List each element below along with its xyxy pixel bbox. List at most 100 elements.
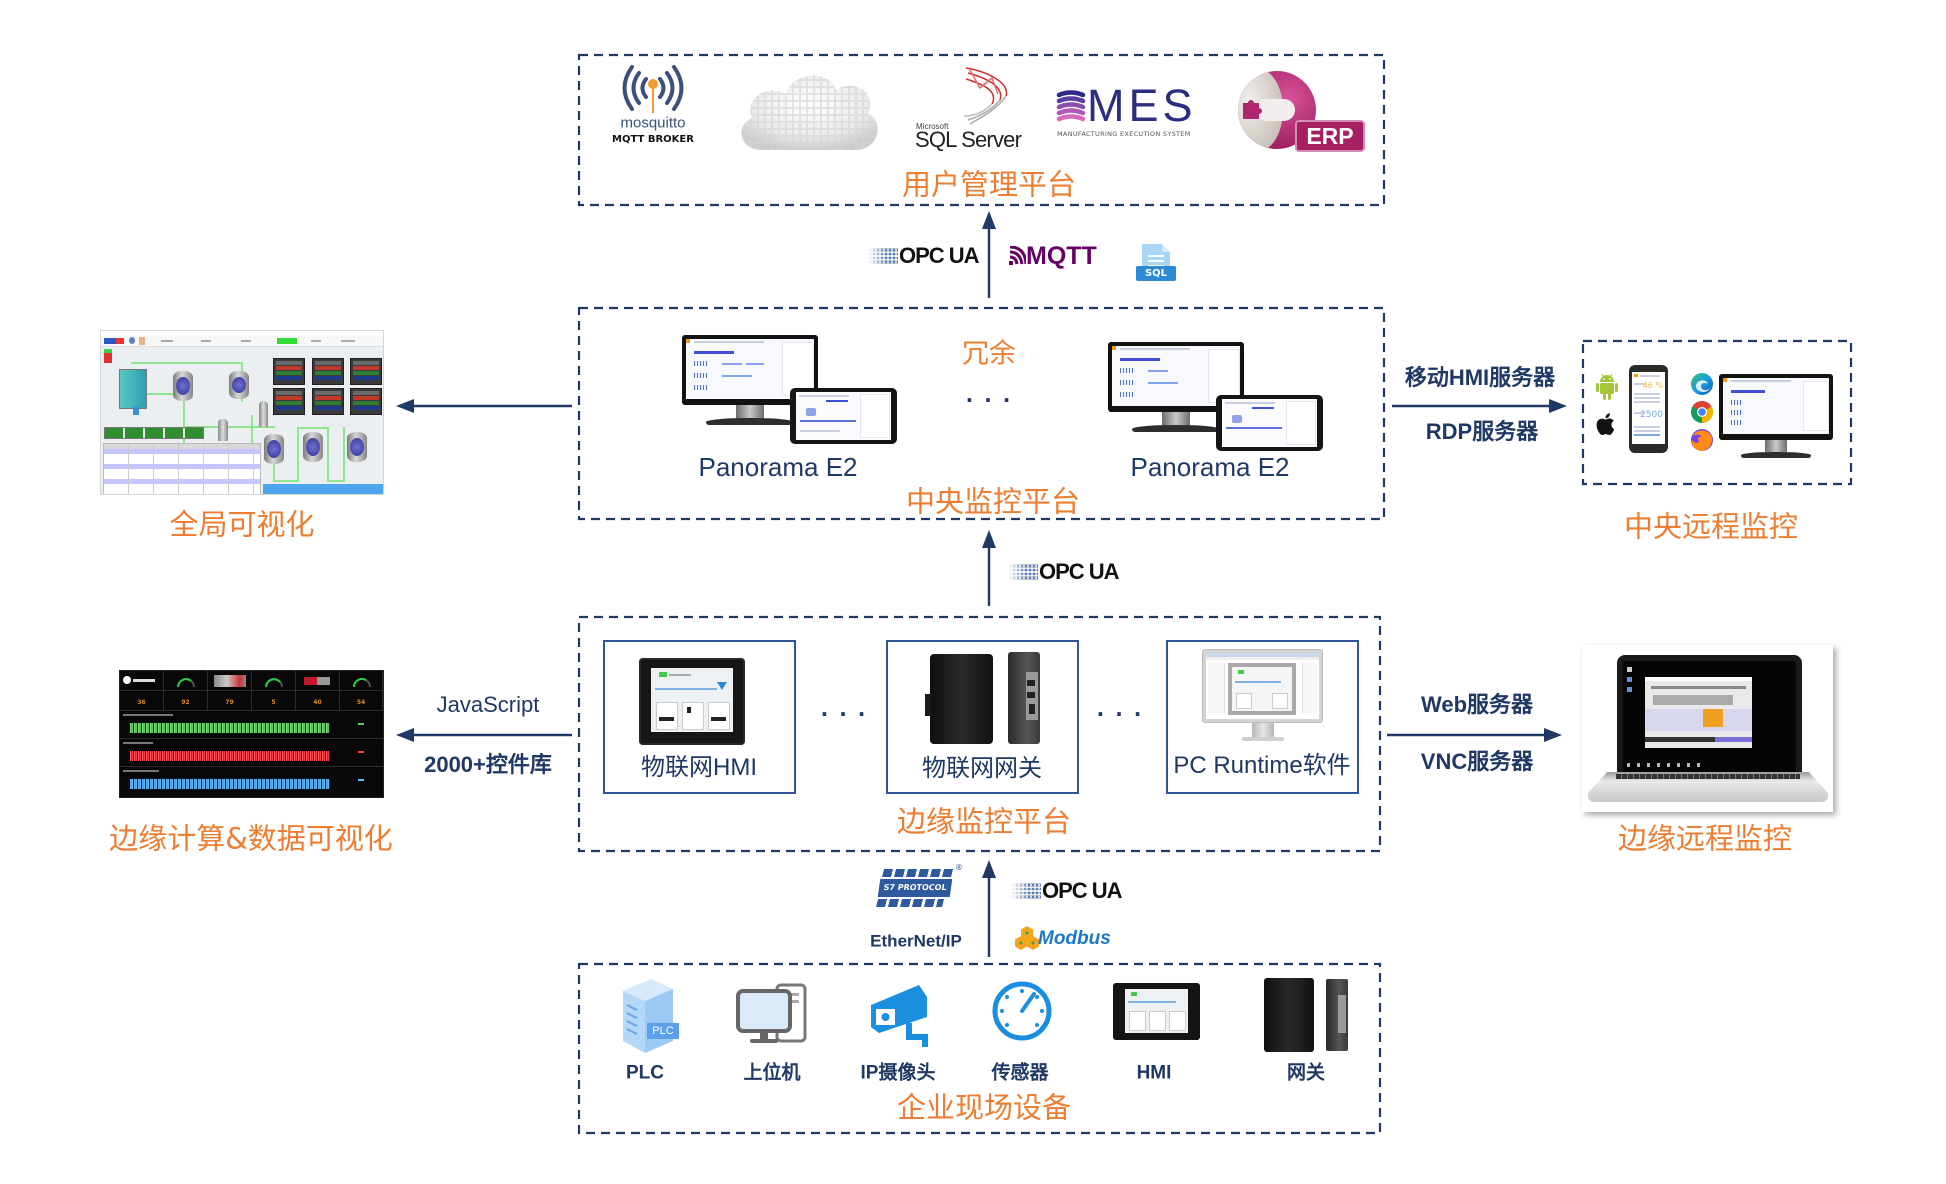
trend-strip: [120, 739, 383, 767]
alarm-panel: [312, 388, 344, 415]
process-pipe: [327, 427, 329, 482]
toolbar-text: [341, 340, 355, 342]
opc-ua-wordmark: OPC UA: [1042, 878, 1123, 903]
window-titlebar: [101, 331, 383, 336]
kpi-tile: 54: [340, 691, 383, 711]
alarm-panel: [273, 358, 305, 385]
gateway-port-panel: [1338, 995, 1346, 1033]
kpi-tile: 40: [296, 691, 340, 711]
hmi-widget: [1169, 1011, 1186, 1031]
remote-desktop-monitor: [1719, 374, 1833, 460]
hmi-pipe: [655, 688, 717, 690]
s7-protocol-logo: S7 PROTOCOL ®: [876, 863, 963, 909]
hmi-panel-icon: [1113, 983, 1200, 1040]
toolbar-text: [201, 340, 211, 342]
kpi-value: 36: [137, 699, 146, 706]
edge-dashboard-screenshot: 36 92 79 5 40 54: [119, 670, 384, 798]
smartphone: 46 % 2500: [1629, 365, 1668, 453]
monitor-screen: [1723, 378, 1829, 434]
opc-ua-logo: OPC UA: [1011, 878, 1123, 903]
plc-icon: PLC: [617, 975, 681, 1055]
silo: [218, 419, 228, 441]
screen-text-line: [694, 341, 764, 343]
arrow-central-to-user: [982, 211, 996, 298]
kpi-value: 92: [181, 699, 190, 706]
trend-bars: [130, 723, 330, 733]
gauge-tile: [164, 671, 208, 691]
phone-gauge-value: 46 %: [1642, 381, 1663, 390]
screen-text-line: [1634, 426, 1660, 428]
tablet: [790, 388, 897, 444]
hmi-screen: [651, 668, 733, 732]
screen-text-line: [1226, 427, 1282, 429]
window-titlebar: [1645, 677, 1752, 681]
trend-thumbnails: [104, 427, 204, 439]
field-devices-title: 企业现场设备: [896, 1090, 1072, 1125]
gateway-side-profile: [1326, 979, 1348, 1051]
opc-ua-swoosh-icon: [1011, 883, 1041, 899]
hmi-widget: [708, 702, 730, 730]
strip-title: [123, 714, 173, 716]
phone-counter-value: 2500: [1640, 410, 1663, 420]
ethernet-ip-logo: EtherNet/IP: [870, 931, 962, 951]
usb-port: [1029, 704, 1035, 714]
modbus-logo: Modbus: [1014, 924, 1111, 954]
erp-logo: ERP: [1237, 70, 1367, 152]
screen-app-logo: [1112, 346, 1116, 350]
ethernet-port: [1027, 680, 1035, 686]
screen-text-line: [1731, 380, 1791, 382]
status-bar-accent: [1715, 737, 1752, 742]
panorama-e2-primary-devices: [682, 335, 898, 445]
screen-sparkline: [1120, 392, 1134, 397]
monitor-stand: [736, 405, 764, 419]
web-server-label: Web服务器: [1420, 692, 1534, 717]
screen-sparkline: [694, 385, 708, 390]
screen-text-line: [722, 363, 742, 365]
screen-text-line: [746, 363, 764, 365]
registered-mark: ®: [955, 863, 963, 872]
mobile-hmi-server-label: 移动HMI服务器: [1404, 365, 1556, 390]
android-icon: [1596, 373, 1618, 400]
opc-ua-wordmark: OPC UA: [1039, 559, 1120, 584]
sql-server-logo: Microsoft SQL Server: [912, 66, 1026, 152]
global-visualization-title: 全局可视化: [169, 507, 315, 542]
toolbar-text: [161, 340, 173, 342]
screen-sparkline: [1731, 420, 1743, 425]
process-pipe: [185, 426, 275, 428]
kpi-tile: 92: [164, 691, 208, 711]
screen-text-line: [799, 395, 849, 397]
mes-wordmark: MES: [1087, 80, 1197, 131]
alarm-panel: [350, 358, 382, 385]
tank-level: [306, 438, 320, 456]
status-bar: [1645, 737, 1715, 742]
edge-visualization-title: 边缘计算&数据可视化: [109, 821, 393, 856]
arrow-edge-to-central: [982, 530, 996, 606]
device-label-ip-camera: IP摄像头: [860, 1062, 936, 1084]
hmi-screen: [1125, 989, 1188, 1033]
screen-text-line: [1634, 393, 1660, 395]
mes-stack-icon: [1056, 90, 1086, 122]
screen-sparkline: [1120, 380, 1134, 385]
project-tree-panel: [1208, 663, 1225, 713]
sql-file-icon: SQL: [1136, 242, 1176, 284]
monitor-stand: [1162, 412, 1190, 426]
process-pipe: [273, 464, 275, 482]
partner-logo: [304, 677, 330, 685]
process-pipe: [183, 377, 185, 447]
trend-strip: [120, 767, 383, 797]
monitor-frame: [1202, 649, 1323, 723]
runtime-window: [1228, 663, 1296, 715]
cloud-icon: [741, 75, 878, 150]
pump-icon: [133, 407, 139, 415]
screen-sparkline: [694, 373, 708, 378]
hmi-funnel-icon: [717, 682, 727, 690]
laptop-base: [1588, 772, 1828, 802]
din-rail-clip: [925, 694, 931, 716]
tank-level: [176, 377, 190, 395]
screen-text-line: [800, 420, 856, 422]
screen-sparkline: [1120, 368, 1134, 373]
screen-progress-bar: [1731, 390, 1765, 393]
chip-pins-bottom: [876, 899, 944, 907]
phone-screen: 46 % 2500: [1632, 372, 1665, 444]
